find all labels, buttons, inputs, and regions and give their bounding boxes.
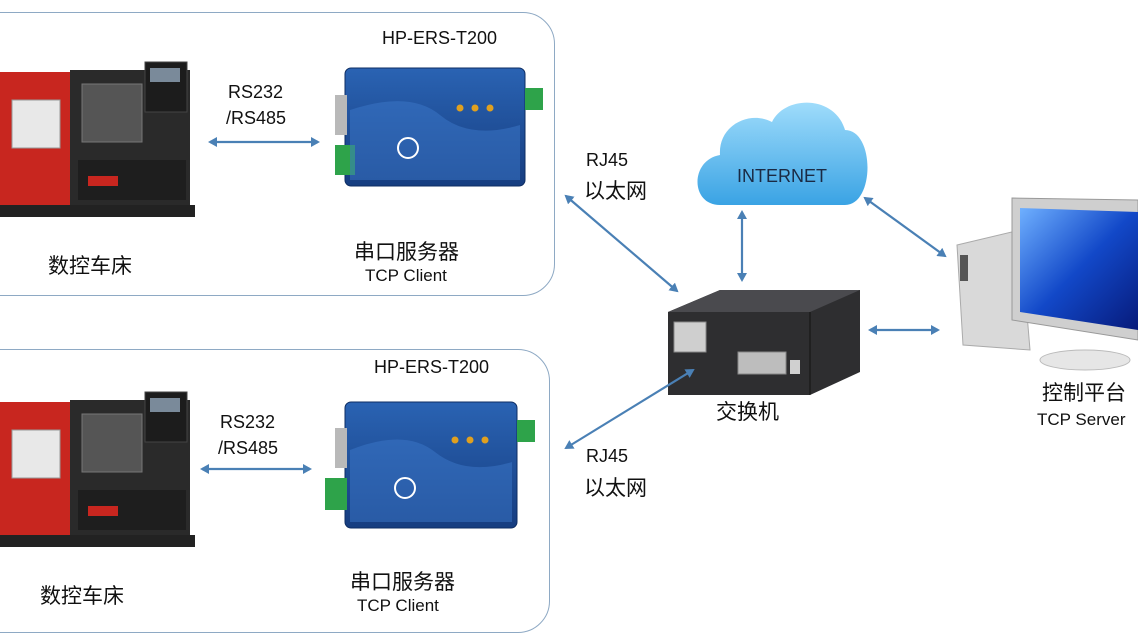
- group-2-network-label-line1: RJ45: [586, 446, 629, 466]
- internet-cloud-icon: [697, 102, 868, 205]
- group-1-server-mode: TCP Client: [365, 266, 447, 285]
- internet-label: INTERNET: [737, 166, 827, 186]
- group-2-serial-label-line1: RS232: [220, 412, 276, 432]
- group-2-serial-label-line2: /RS485: [218, 438, 279, 458]
- platform-label: 控制平台: [1042, 381, 1126, 405]
- group-1-machine-label: 数控车床: [48, 254, 132, 278]
- group-1-serial-label-line1: RS232: [228, 82, 284, 102]
- arrow-server2-switch: [564, 368, 695, 450]
- group-1-network-label-line2: 以太网: [584, 179, 647, 203]
- serial-server-2: [325, 401, 535, 529]
- network-switch: [668, 290, 860, 395]
- serial-server-1: [335, 67, 543, 187]
- group-2-server-mode: TCP Client: [357, 596, 439, 615]
- group-2-model-label: HP-ERS-T200: [374, 357, 490, 377]
- switch-label: 交换机: [716, 400, 779, 424]
- platform-mode: TCP Server: [1037, 410, 1126, 429]
- arrow-cloud-computer: [863, 196, 947, 258]
- group-2-server-label: 串口服务器: [350, 570, 455, 594]
- group-2-machine-label: 数控车床: [40, 584, 124, 608]
- group-1-model-label: HP-ERS-T200: [382, 28, 498, 48]
- group-2-container: [0, 349, 550, 633]
- group-1-serial-label-line2: /RS485: [226, 108, 287, 128]
- arrow-server1-switch: [564, 194, 679, 293]
- group-1-network-label-line1: RJ45: [586, 150, 629, 170]
- cnc-lathe-2: [0, 391, 195, 547]
- group-1-server-label: 串口服务器: [354, 240, 459, 264]
- control-platform-computer: [956, 197, 1138, 371]
- arrows: [200, 137, 947, 474]
- group-1-container: [0, 12, 555, 296]
- group-2-network-label-line2: 以太网: [584, 476, 647, 500]
- cnc-lathe-1: [0, 61, 195, 217]
